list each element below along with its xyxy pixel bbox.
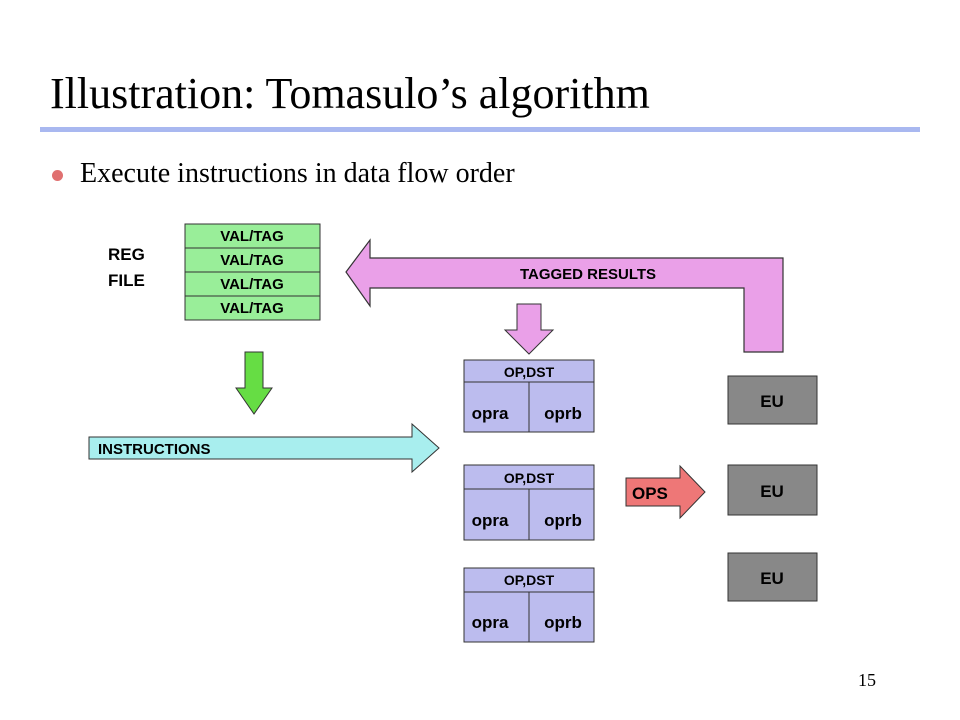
station-opra-label: opra <box>472 404 509 423</box>
bullet-icon <box>52 170 63 181</box>
slide-title: Illustration: Tomasulo’s algorithm <box>50 69 650 118</box>
execution-unit-label-1: EU <box>760 482 784 501</box>
execution-unit-0 <box>727 375 818 425</box>
reg-file-label-line1: REG <box>108 245 145 264</box>
execution-unit-label-2: EU <box>760 569 784 588</box>
execution-unit-2 <box>727 552 818 602</box>
regfile-down-arrow <box>235 351 273 415</box>
reservation-station-1: OP,DST opra oprb <box>463 464 595 541</box>
reg-entry-3 <box>184 295 321 321</box>
station-oprb-label: oprb <box>544 613 582 632</box>
station-opra-cell <box>463 591 530 643</box>
reg-entry-label-3: VAL/TAG <box>220 300 284 317</box>
reservation-station-0: OP,DST opra oprb <box>463 359 595 433</box>
station-oprb-cell <box>528 591 595 643</box>
reg-entry-label-0: VAL/TAG <box>220 228 284 245</box>
register-file: VAL/TAG VAL/TAG VAL/TAG VAL/TAG <box>184 223 321 321</box>
execution-unit-1 <box>727 464 818 516</box>
reg-entry-0 <box>184 223 321 249</box>
reg-file-label-line2: FILE <box>108 271 145 290</box>
page-number: 15 <box>858 670 876 690</box>
station-header-cell <box>463 464 595 490</box>
ops-arrow <box>625 464 706 520</box>
reg-entry-2 <box>184 271 321 297</box>
station-header-label: OP,DST <box>504 470 555 486</box>
station-oprb-label: oprb <box>544 404 582 423</box>
instructions-label: INSTRUCTIONS <box>98 441 211 458</box>
ops-label: OPS <box>632 484 668 503</box>
reservation-station-2: OP,DST opra oprb <box>463 567 595 643</box>
reg-entry-label-2: VAL/TAG <box>220 276 284 293</box>
station-header-cell <box>463 567 595 593</box>
station-opra-label: opra <box>472 511 509 530</box>
station-opra-label: opra <box>472 613 509 632</box>
reg-entry-1 <box>184 247 321 273</box>
station-opra-cell <box>463 381 530 433</box>
station-header-label: OP,DST <box>504 572 555 588</box>
execution-unit-label-0: EU <box>760 392 784 411</box>
tagged-results-label: TAGGED RESULTS <box>520 266 656 283</box>
reg-entry-label-1: VAL/TAG <box>220 252 284 269</box>
instructions-arrow <box>88 422 440 474</box>
station-oprb-label: oprb <box>544 511 582 530</box>
tagged-results-arrow <box>345 238 784 353</box>
bullet-text: Execute instructions in data flow order <box>80 158 515 189</box>
results-to-stations-arrow <box>503 303 555 355</box>
title-underline <box>40 127 920 132</box>
station-oprb-cell <box>528 488 595 541</box>
station-oprb-cell <box>528 381 595 433</box>
station-header-label: OP,DST <box>504 364 555 380</box>
